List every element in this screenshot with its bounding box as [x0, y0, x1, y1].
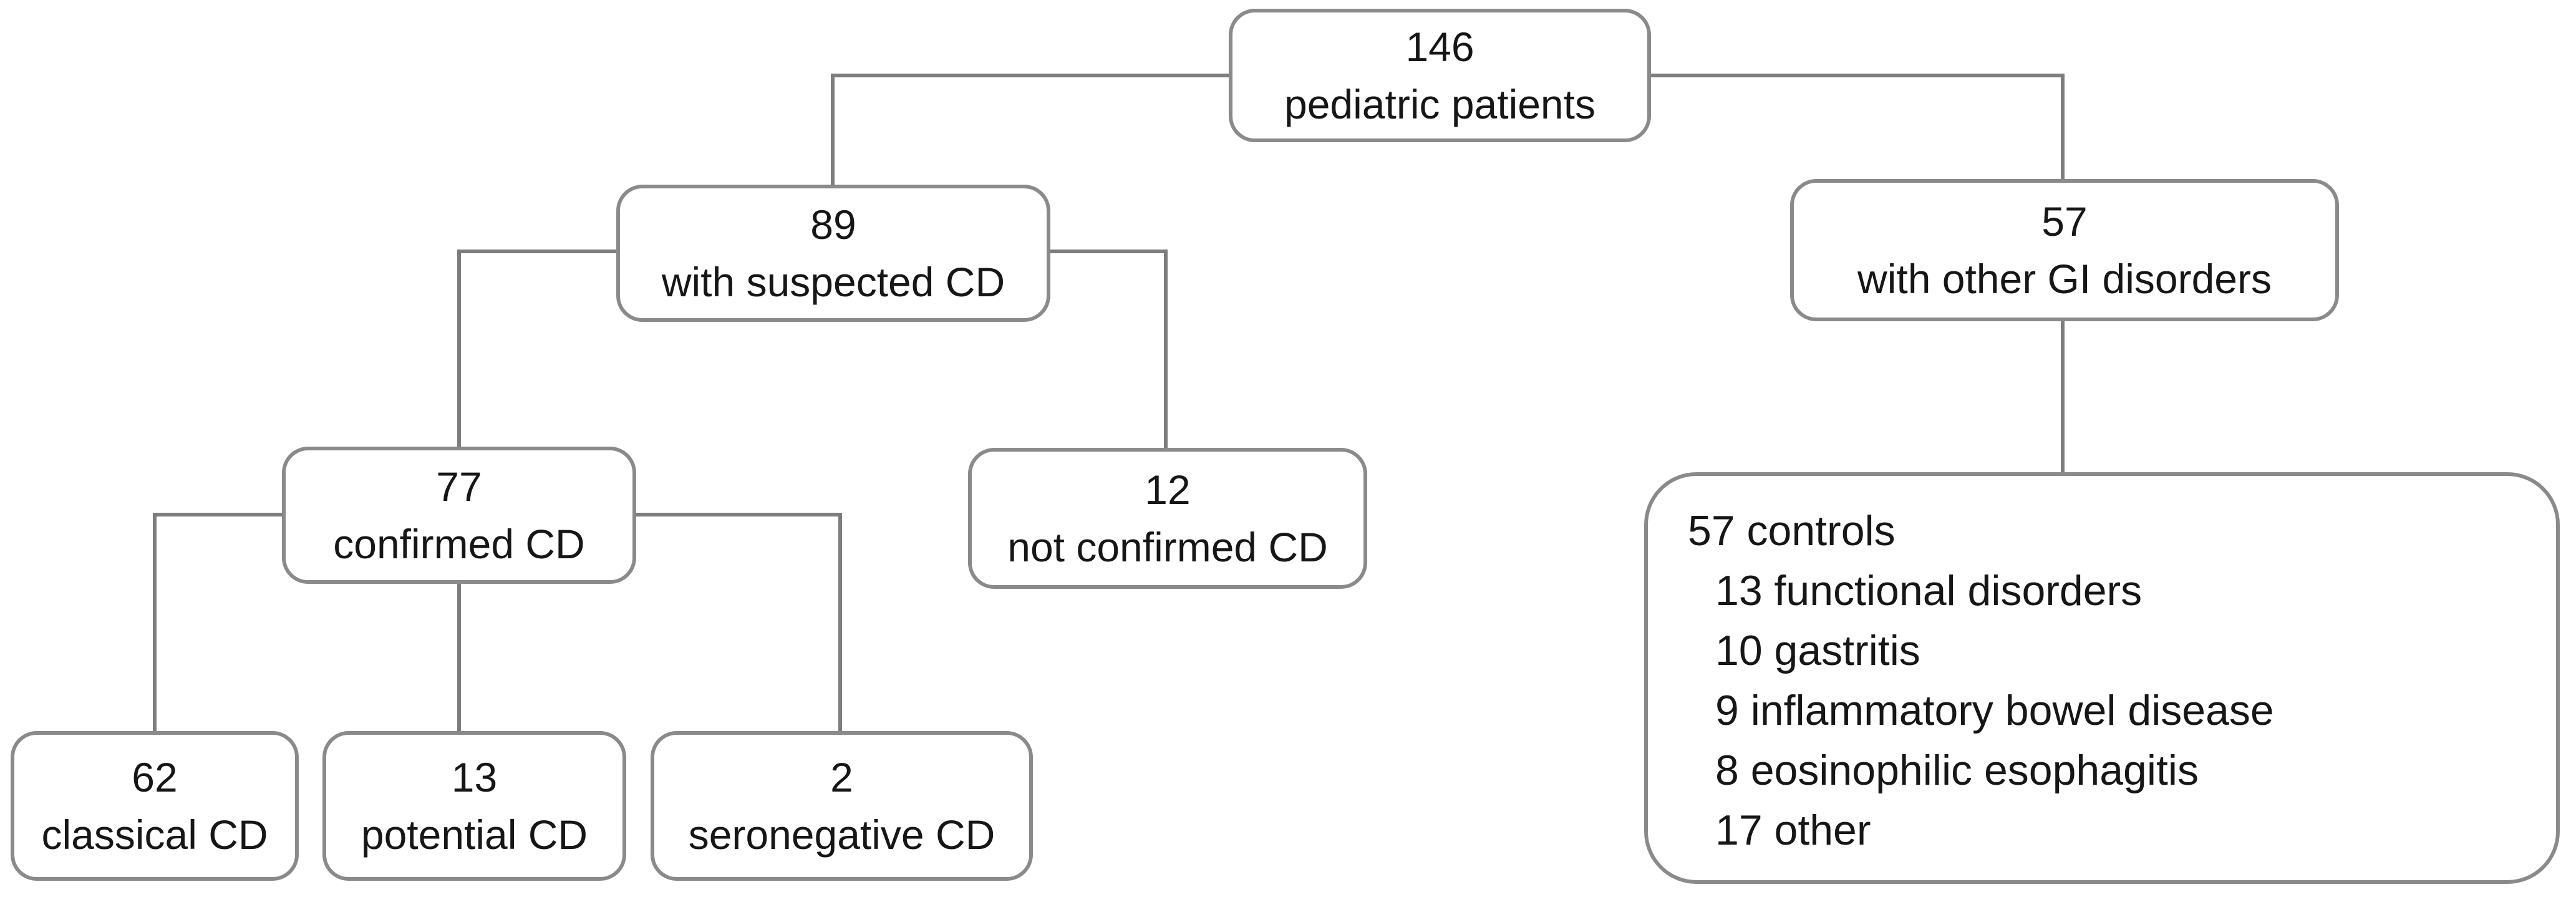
- connector-suspected-to-confirmed-v: [457, 250, 461, 449]
- connector-suspected-to-notconfirmed-h: [1048, 250, 1168, 253]
- node-not-confirmed-cd: 12 not confirmed CD: [968, 448, 1367, 589]
- node-pediatric-patients-count: 146: [1405, 24, 1474, 70]
- node-pediatric-patients-label: pediatric patients: [1284, 81, 1595, 127]
- node-suspected-cd-count: 89: [810, 201, 856, 248]
- connector-suspected-to-notconfirmed-v: [1164, 250, 1168, 450]
- node-classical-cd: 62 classical CD: [11, 731, 299, 881]
- node-seronegative-cd-label: seronegative CD: [688, 812, 995, 858]
- connector-root-to-gi-v: [2061, 74, 2065, 182]
- connector-suspected-to-confirmed-h: [459, 250, 619, 253]
- controls-item-gastritis: 10 gastritis: [1715, 627, 1920, 674]
- controls-title: 57 controls: [1688, 507, 1896, 555]
- connector-gi-to-controls-v: [2061, 319, 2065, 475]
- connector-root-to-suspected-h: [833, 74, 1230, 77]
- connector-confirmed-to-classical-h: [155, 513, 284, 516]
- node-suspected-cd-label: with suspected CD: [661, 259, 1005, 305]
- controls-item-inflammatory-bowel-disease: 9 inflammatory bowel disease: [1715, 687, 2274, 734]
- controls-item-functional-disorders: 13 functional disorders: [1715, 567, 2143, 614]
- node-other-gi-disorders: 57 with other GI disorders: [1790, 179, 2339, 321]
- connector-confirmed-to-seronegative-h: [634, 513, 842, 516]
- connector-confirmed-to-seronegative-v: [838, 513, 842, 732]
- node-not-confirmed-cd-count: 12: [1145, 467, 1191, 513]
- controls-item-eosinophilic-esophagitis: 8 eosinophilic esophagitis: [1715, 747, 2199, 794]
- node-seronegative-cd: 2 seronegative CD: [651, 731, 1033, 881]
- node-classical-cd-count: 62: [132, 754, 178, 800]
- connector-confirmed-to-classical-v: [153, 513, 157, 732]
- node-suspected-cd: 89 with suspected CD: [616, 185, 1050, 322]
- node-classical-cd-label: classical CD: [41, 812, 268, 858]
- node-other-gi-disorders-label: with other GI disorders: [1857, 256, 2272, 302]
- node-confirmed-cd: 77 confirmed CD: [282, 447, 636, 584]
- node-not-confirmed-cd-label: not confirmed CD: [1007, 524, 1328, 570]
- node-other-gi-disorders-count: 57: [2041, 198, 2088, 245]
- node-controls-breakdown: 57 controls 13 functional disorders 10 g…: [1644, 472, 2560, 884]
- connector-root-to-suspected-v: [831, 74, 835, 187]
- node-pediatric-patients: 146 pediatric patients: [1229, 9, 1651, 142]
- node-confirmed-cd-count: 77: [436, 463, 482, 510]
- node-seronegative-cd-count: 2: [830, 754, 853, 800]
- controls-item-other: 17 other: [1715, 807, 1871, 854]
- node-confirmed-cd-label: confirmed CD: [333, 521, 585, 567]
- connector-root-to-gi-h: [1650, 74, 2065, 77]
- connector-confirmed-to-potential-v: [457, 581, 461, 732]
- node-potential-cd: 13 potential CD: [322, 731, 626, 881]
- node-potential-cd-label: potential CD: [361, 812, 588, 858]
- node-potential-cd-count: 13: [451, 754, 498, 800]
